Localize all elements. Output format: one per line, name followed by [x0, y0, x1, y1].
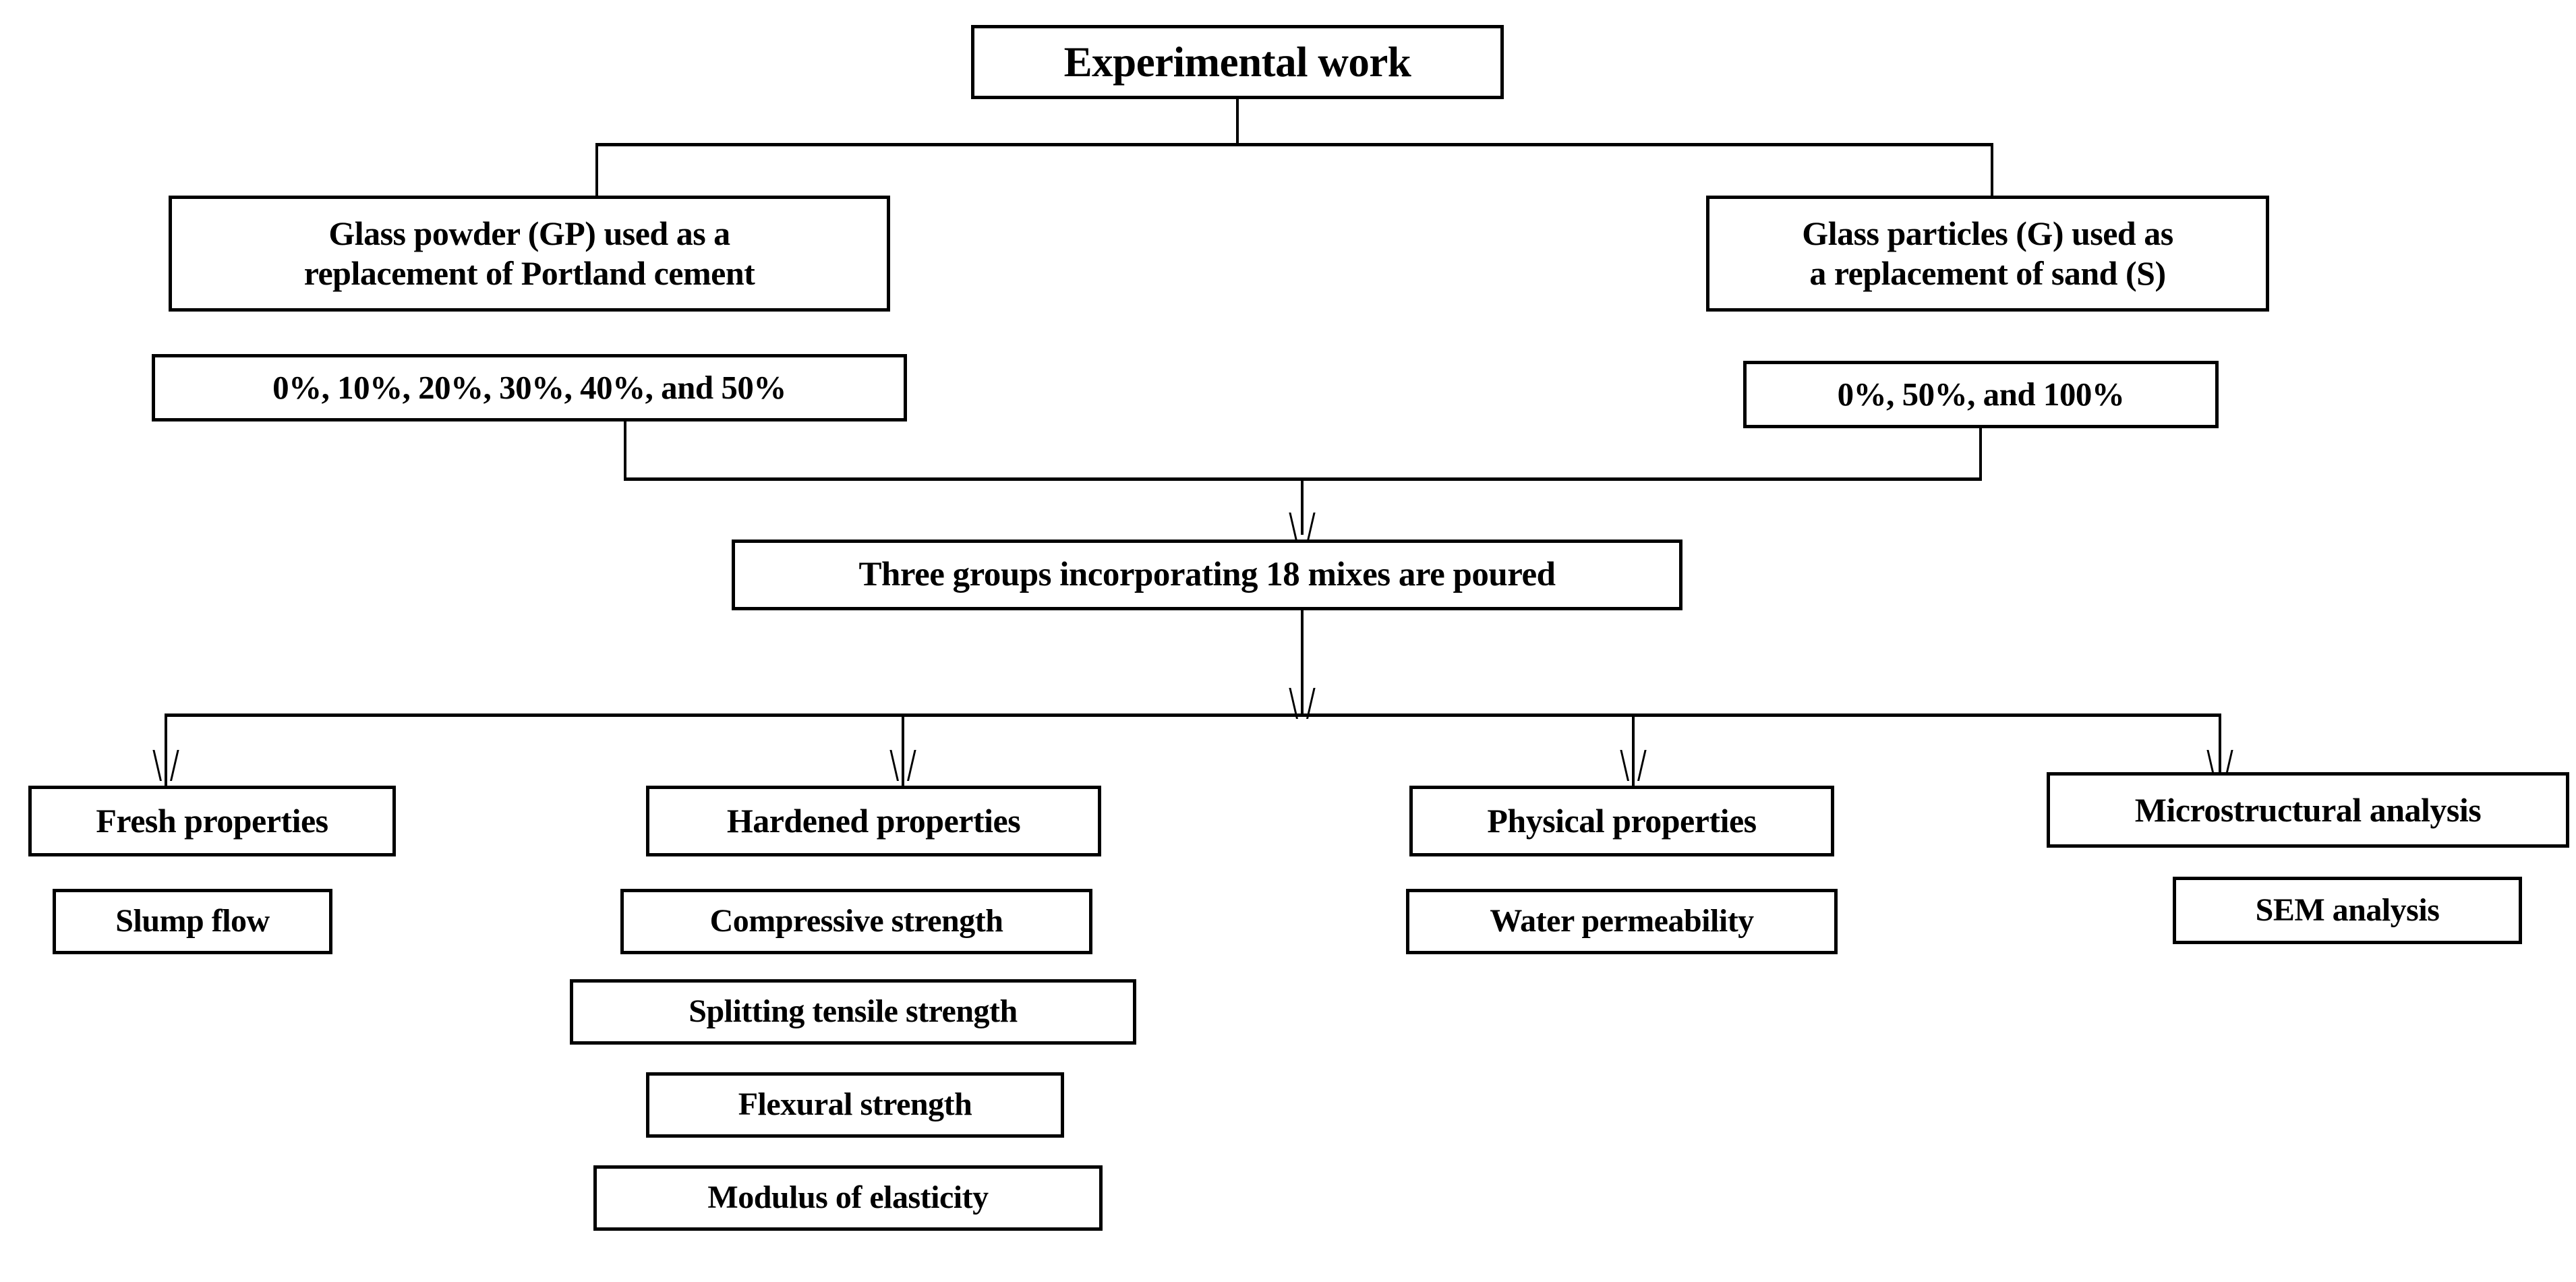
- node-slump-flow: Slump flow: [53, 889, 332, 954]
- node-modulus-of-elasticity: Modulus of elasticity: [593, 1165, 1103, 1231]
- node-label-line1: Glass particles (G) used as: [1802, 214, 2173, 252]
- node-label: SEM analysis: [2255, 892, 2440, 928]
- node-sem-analysis: SEM analysis: [2173, 877, 2522, 944]
- node-fresh-properties: Fresh properties: [28, 786, 396, 856]
- node-glass-powder: Glass powder (GP) used as a replacement …: [169, 196, 890, 312]
- arrowhead-to-physical-properties: [1620, 750, 1647, 781]
- node-glass-powder-percentages: 0%, 10%, 20%, 30%, 40%, and 50%: [152, 354, 907, 421]
- node-microstructural-analysis: Microstructural analysis: [2047, 772, 2569, 848]
- connector-fanout-to-microstructural: [2219, 713, 2221, 788]
- node-hardened-properties: Hardened properties: [646, 786, 1101, 856]
- node-flexural-strength: Flexural strength: [646, 1072, 1064, 1138]
- node-water-permeability: Water permeability: [1406, 889, 1838, 954]
- connector-fanout-to-hardened: [902, 713, 904, 788]
- arrowhead-to-hardened-properties: [889, 750, 916, 781]
- node-label: Experimental work: [1063, 38, 1411, 86]
- connector-fanout-to-physical: [1632, 713, 1635, 788]
- node-label: Splitting tensile strength: [689, 993, 1018, 1030]
- node-label: Microstructural analysis: [2134, 790, 2482, 829]
- connector-merge-stem: [1301, 477, 1304, 535]
- connector-root-stem: [1236, 99, 1239, 145]
- node-splitting-tensile-strength: Splitting tensile strength: [570, 979, 1136, 1045]
- node-label-multiline: Glass powder (GP) used as a replacement …: [179, 214, 880, 293]
- node-label-line1: Glass powder (GP) used as a: [328, 214, 730, 252]
- node-label: Three groups incorporating 18 mixes are …: [858, 556, 1556, 594]
- connector-right-pct-down: [1979, 428, 1982, 480]
- node-label: Compressive strength: [709, 903, 1003, 939]
- node-label: Hardened properties: [726, 802, 1021, 840]
- node-compressive-strength: Compressive strength: [620, 889, 1092, 954]
- node-label-line2: a replacement of sand (S): [1809, 254, 2166, 292]
- node-label-multiline: Glass particles (G) used as a replacemen…: [1716, 214, 2259, 293]
- node-glass-particles-percentages: 0%, 50%, and 100%: [1743, 361, 2219, 428]
- connector-root-to-right-branch: [1991, 143, 1993, 199]
- node-three-groups: Three groups incorporating 18 mixes are …: [732, 540, 1682, 610]
- node-experimental-work: Experimental work: [971, 25, 1504, 99]
- node-label: Fresh properties: [96, 802, 328, 840]
- node-physical-properties: Physical properties: [1409, 786, 1834, 856]
- connector-fanout-bar: [165, 713, 2221, 717]
- connector-mix-stem: [1301, 610, 1304, 715]
- node-label: 0%, 10%, 20%, 30%, 40%, and 50%: [272, 369, 786, 407]
- node-label: Flexural strength: [738, 1086, 972, 1123]
- connector-root-to-left-branch: [595, 143, 598, 199]
- connector-left-pct-down: [624, 421, 626, 480]
- connector-fanout-to-fresh: [165, 713, 167, 788]
- connector-root-bar: [595, 143, 1993, 146]
- node-label: Slump flow: [115, 903, 270, 939]
- node-glass-particles: Glass particles (G) used as a replacemen…: [1706, 196, 2269, 312]
- node-label: Water permeability: [1490, 903, 1754, 939]
- node-label: 0%, 50%, and 100%: [1837, 376, 2125, 413]
- node-label-line2: replacement of Portland cement: [303, 254, 755, 292]
- arrowhead-to-fresh-properties: [152, 750, 179, 781]
- node-label: Physical properties: [1487, 802, 1757, 840]
- node-label: Modulus of elasticity: [707, 1179, 989, 1216]
